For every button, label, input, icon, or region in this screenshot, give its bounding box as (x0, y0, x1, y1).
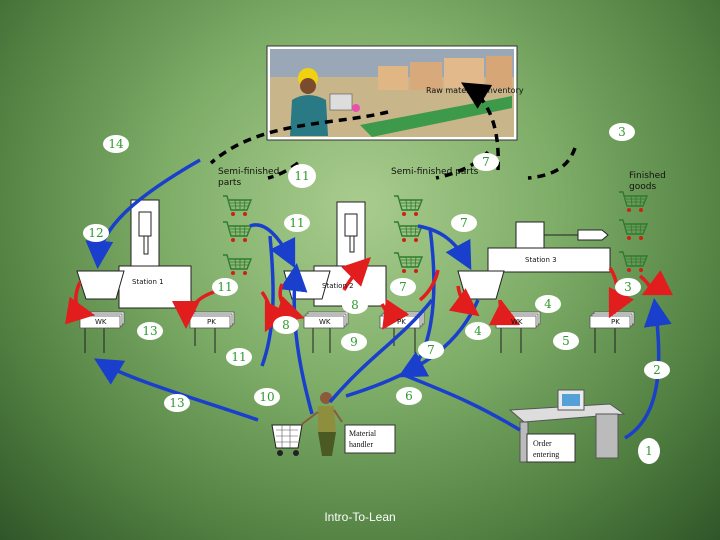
step-10: 10 (254, 388, 280, 406)
step-11: 11 (284, 214, 310, 232)
station1-label: Station 1 (132, 278, 164, 286)
semi-finished-right-label: Semi-finished parts (391, 167, 479, 177)
kanban-card-wk-3: WK (511, 318, 523, 326)
order-entering-label: Order entering (533, 439, 560, 459)
step-14: 14 (103, 135, 129, 153)
station3-label: Station 3 (525, 256, 557, 264)
kanban-card-wk-2: WK (319, 318, 331, 326)
step-13: 13 (137, 322, 163, 340)
step-11: 11 (226, 348, 252, 366)
step-6: 6 (396, 387, 422, 405)
footer-title: Intro-To-Lean (324, 510, 396, 524)
step-7: 7 (473, 153, 499, 171)
kanban-card-pk-3: PK (611, 318, 620, 326)
step-13: 13 (164, 394, 190, 412)
finished-goods-label: Finished goods (629, 171, 666, 192)
step-1: 1 (638, 438, 660, 464)
step-7: 7 (418, 341, 444, 359)
step-12: 12 (83, 224, 109, 242)
material-handler-box (344, 424, 396, 454)
step-3: 3 (609, 123, 635, 141)
step-2: 2 (644, 361, 670, 379)
step-9: 9 (341, 333, 367, 351)
step-8: 8 (273, 316, 299, 334)
step-7: 7 (390, 278, 416, 296)
semi-finished-left-label: Semi-finished parts (218, 167, 280, 188)
step-8: 8 (342, 296, 368, 314)
step-11: 11 (212, 278, 238, 296)
kanban-card-pk-2: PK (397, 318, 406, 326)
step-4: 4 (535, 295, 561, 313)
step-3: 3 (615, 278, 641, 296)
step-7: 7 (451, 214, 477, 232)
material-handler-label: Material handler (349, 429, 377, 449)
step-5: 5 (553, 332, 579, 350)
kanban-cards (79, 311, 635, 329)
red-arrows (64, 257, 674, 333)
step-11: 11 (288, 164, 316, 188)
order-desk-image (508, 389, 626, 463)
kanban-card-wk-1: WK (95, 318, 107, 326)
station2-label: Station 2 (322, 282, 354, 290)
station1-machine (76, 199, 216, 353)
kanban-card-pk-1: PK (207, 318, 216, 326)
step-4: 4 (465, 322, 491, 340)
